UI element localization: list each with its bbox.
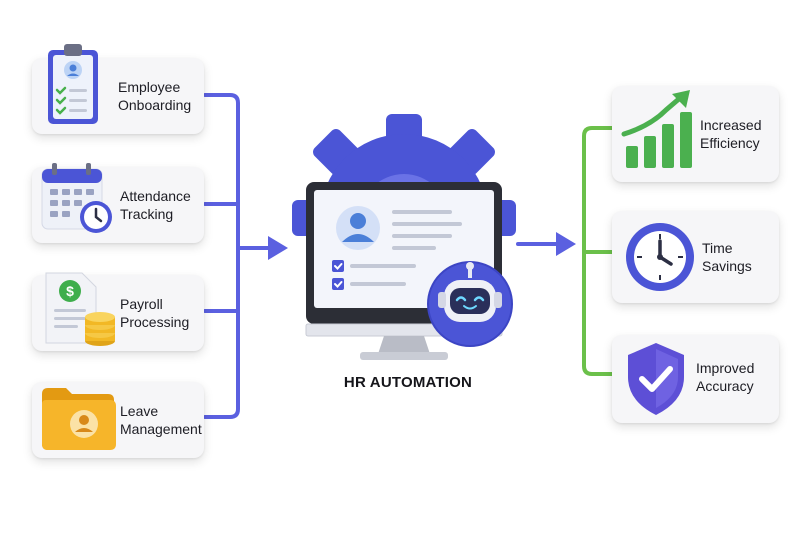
folder-profile-icon bbox=[42, 388, 116, 450]
input-connector bbox=[203, 93, 274, 419]
input-label-payroll-processing: Payroll Processing bbox=[120, 296, 190, 330]
svg-text:$: $ bbox=[66, 283, 74, 299]
input-card-attendance-tracking[interactable]: Attendance Tracking bbox=[32, 163, 204, 243]
payroll-document-icon: $ bbox=[45, 272, 115, 346]
output-connector bbox=[582, 126, 614, 376]
output-label-time-savings: Time Savings bbox=[702, 240, 752, 274]
input-card-payroll-processing[interactable]: $ Payroll Processing bbox=[32, 272, 204, 351]
input-arrow-head bbox=[268, 236, 288, 260]
input-card-employee-onboarding[interactable]: Employee Onboarding bbox=[32, 44, 204, 134]
clipboard-profile-icon bbox=[48, 44, 98, 124]
growth-chart-icon bbox=[621, 90, 692, 168]
center-title: HR AUTOMATION bbox=[343, 374, 473, 391]
input-label-leave-management: Leave Management bbox=[120, 403, 202, 437]
output-card-increased-efficiency[interactable]: Increased Efficiency bbox=[612, 86, 779, 182]
output-label-improved-accuracy: Improved Accuracy bbox=[696, 360, 755, 394]
output-label-increased-efficiency: Increased Efficiency bbox=[700, 117, 762, 151]
input-label-attendance-tracking: Attendance Tracking bbox=[120, 188, 191, 222]
clock-icon bbox=[626, 223, 694, 291]
input-label-employee-onboarding: Employee Onboarding bbox=[118, 79, 192, 113]
output-card-time-savings[interactable]: Time Savings bbox=[612, 211, 779, 303]
calendar-clock-icon bbox=[41, 163, 112, 233]
output-arrow bbox=[516, 232, 576, 256]
input-card-leave-management[interactable]: Leave Management bbox=[32, 382, 204, 458]
output-card-improved-accuracy[interactable]: Improved Accuracy bbox=[612, 335, 779, 423]
shield-check-icon bbox=[628, 343, 684, 415]
monitor-gear-robot-icon bbox=[292, 114, 516, 360]
